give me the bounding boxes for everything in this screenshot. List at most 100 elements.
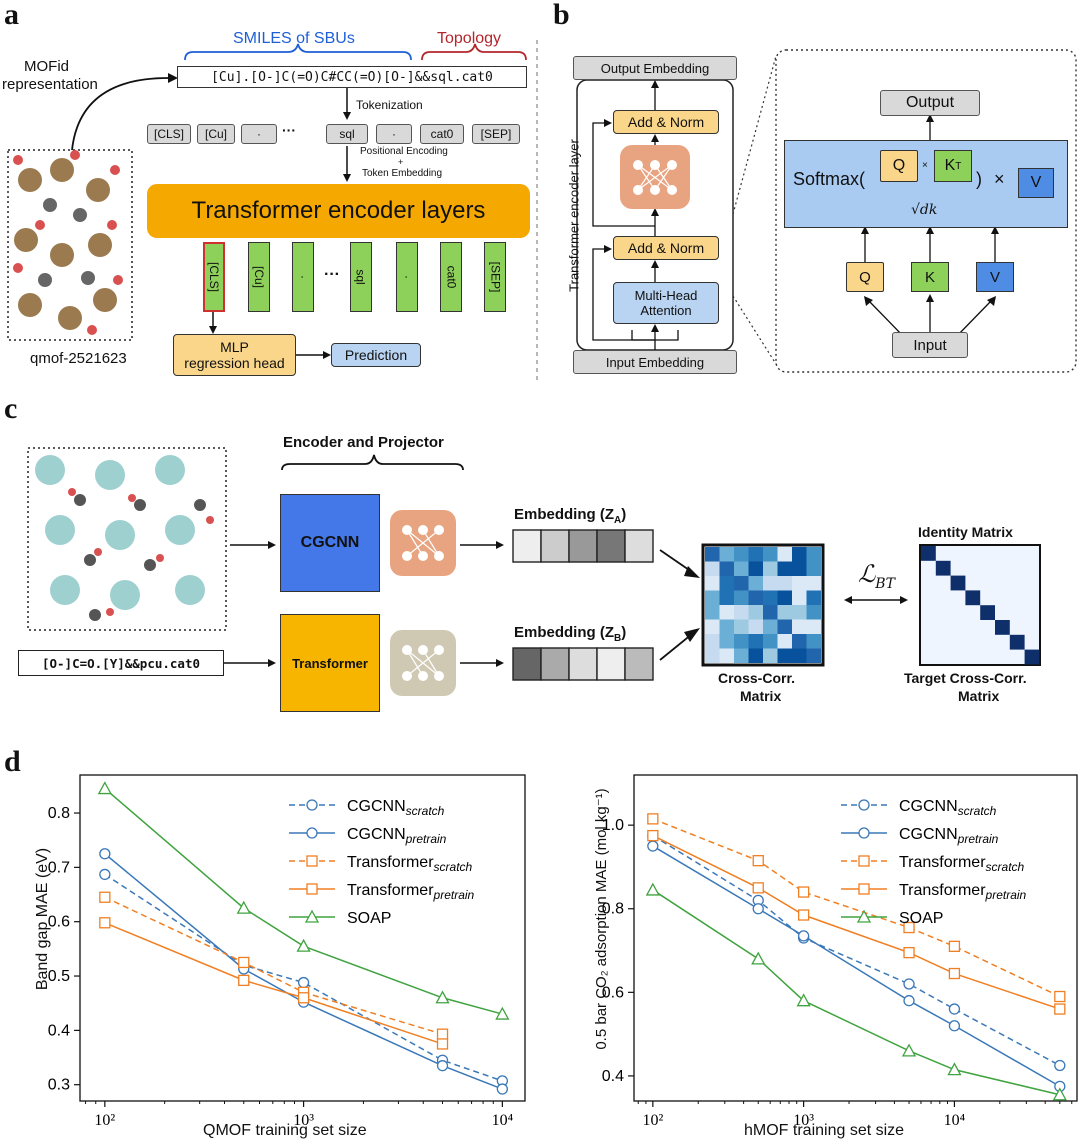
series-transformer-pretrain: Transformerpretrain xyxy=(647,829,1066,1015)
target-label-line1: Target Cross-Corr. xyxy=(904,670,1027,686)
token-sep: [SEP] xyxy=(472,124,520,144)
cross-corr-cell xyxy=(806,590,821,605)
chart1-xlabel: QMOF training set size xyxy=(203,1122,367,1139)
cross-corr-cell xyxy=(806,634,821,649)
data-point xyxy=(947,1062,962,1076)
cgcnn-structure-image xyxy=(35,455,214,621)
data-point xyxy=(901,1043,917,1057)
legend-marker xyxy=(858,855,870,867)
y-tick-label: 0.7 xyxy=(48,859,70,876)
series-line xyxy=(104,922,443,1045)
data-point xyxy=(647,829,659,842)
cross-corr-cell xyxy=(806,561,821,576)
legend-label: CGCNNpretrain xyxy=(899,826,999,846)
data-point xyxy=(99,891,111,903)
data-point xyxy=(752,903,764,915)
series-line xyxy=(652,845,1061,1088)
cross-corr-cell xyxy=(777,634,792,649)
cross-corr-cell xyxy=(792,648,807,663)
series-cgcnn-pretrain: CGCNNpretrain xyxy=(647,826,1066,1093)
mofid-string-box: [Cu].[O-]C(=O)C#CC(=O)[O-]&&sql.cat0 xyxy=(177,66,527,88)
transformer-box: Transformer xyxy=(280,614,380,712)
series-soap: SOAP xyxy=(645,882,1067,1101)
times-sign: × xyxy=(994,169,1005,189)
series-line xyxy=(652,889,1060,1096)
softmax-v: V xyxy=(1018,168,1054,198)
input-embedding: Input Embedding xyxy=(573,350,737,374)
y-tick-label: 0.4 xyxy=(602,1068,624,1085)
output-token-sep: [SEP] xyxy=(484,242,506,312)
mlp-regression-head: MLP regression head xyxy=(173,334,296,376)
data-point xyxy=(238,974,250,987)
loss-symbol: ℒBT xyxy=(858,560,895,592)
cross-corr-cell xyxy=(748,619,763,634)
legend-label: Transformerscratch xyxy=(347,854,473,874)
prediction-box: Prediction xyxy=(331,343,421,367)
loss-letter: ℒ xyxy=(858,560,876,588)
x-tick-label: 10² xyxy=(642,1112,663,1129)
cross-corr-cell xyxy=(748,590,763,605)
x-tick-label: 10³ xyxy=(793,1112,814,1129)
data-point xyxy=(751,951,766,965)
legend-label-sub: scratch xyxy=(958,804,997,818)
cross-corr-cell xyxy=(792,576,807,591)
qk-dot: × xyxy=(922,160,928,171)
cross-corr-cell xyxy=(763,576,778,591)
legend-marker xyxy=(306,799,318,811)
pcu-mofid-string: [O-]C=O.[Y]&&pcu.cat0 xyxy=(18,650,224,676)
cross-corr-cell xyxy=(719,561,734,576)
data-point xyxy=(495,1006,510,1020)
cross-corr-cells xyxy=(705,547,821,663)
cross-corr-cell xyxy=(705,561,720,576)
data-point xyxy=(435,990,450,1004)
identity-diagonal-cell xyxy=(980,605,995,620)
mlp-label-line1: MLP xyxy=(220,339,249,355)
x-tick-label: 10² xyxy=(94,1112,115,1129)
data-point xyxy=(903,995,915,1007)
legend-label: CGCNNscratch xyxy=(347,798,445,818)
cross-corr-cell xyxy=(719,648,734,663)
token-dot-2: · xyxy=(376,124,412,144)
legend-marker xyxy=(858,883,870,895)
loss-sub: BT xyxy=(875,575,895,592)
y-tick-label: 0.3 xyxy=(48,1077,70,1094)
legend-label-sub: pretrain xyxy=(405,832,447,846)
output-token-cu: [Cu] xyxy=(248,242,270,312)
token-cat0: cat0 xyxy=(420,124,464,144)
cross-corr-cell xyxy=(792,619,807,634)
output-ellipsis: ··· xyxy=(324,266,340,283)
cross-corr-cell xyxy=(763,619,778,634)
cross-corr-cell xyxy=(806,547,821,562)
legend-marker xyxy=(858,799,870,811)
mha-label-line2: Attention xyxy=(640,303,692,318)
panel-letter-c: c xyxy=(4,392,18,425)
data-point xyxy=(752,855,764,867)
data-point xyxy=(436,1060,449,1072)
output-token-dot-2: · xyxy=(396,242,418,312)
legend-label-sub: scratch xyxy=(434,860,473,874)
data-point xyxy=(436,1028,449,1040)
cross-corr-cell xyxy=(777,619,792,634)
cross-corr-cell xyxy=(734,648,749,663)
q-box: Q xyxy=(846,262,884,292)
embedding-b-label: Embedding (ZB) xyxy=(514,624,626,644)
legend-label: CGCNNscratch xyxy=(899,798,997,818)
data-point xyxy=(903,978,915,990)
legend-marker xyxy=(856,909,872,923)
cross-corr-cell xyxy=(806,648,821,663)
cross-corr-cell xyxy=(806,576,821,591)
cross-corr-cell xyxy=(734,605,749,620)
data-point xyxy=(1052,1087,1067,1101)
series-line xyxy=(104,896,443,1035)
k-box: K xyxy=(911,262,949,292)
panel-letter-b: b xyxy=(553,0,570,31)
identity-diagonal-cell xyxy=(950,575,966,591)
legend-marker xyxy=(306,883,318,895)
cross-corr-cell xyxy=(705,547,720,562)
data-point xyxy=(296,938,311,952)
data-point xyxy=(1054,1003,1066,1015)
cross-corr-cell xyxy=(734,590,749,605)
chart2-xlabel: hMOF training set size xyxy=(744,1122,905,1139)
